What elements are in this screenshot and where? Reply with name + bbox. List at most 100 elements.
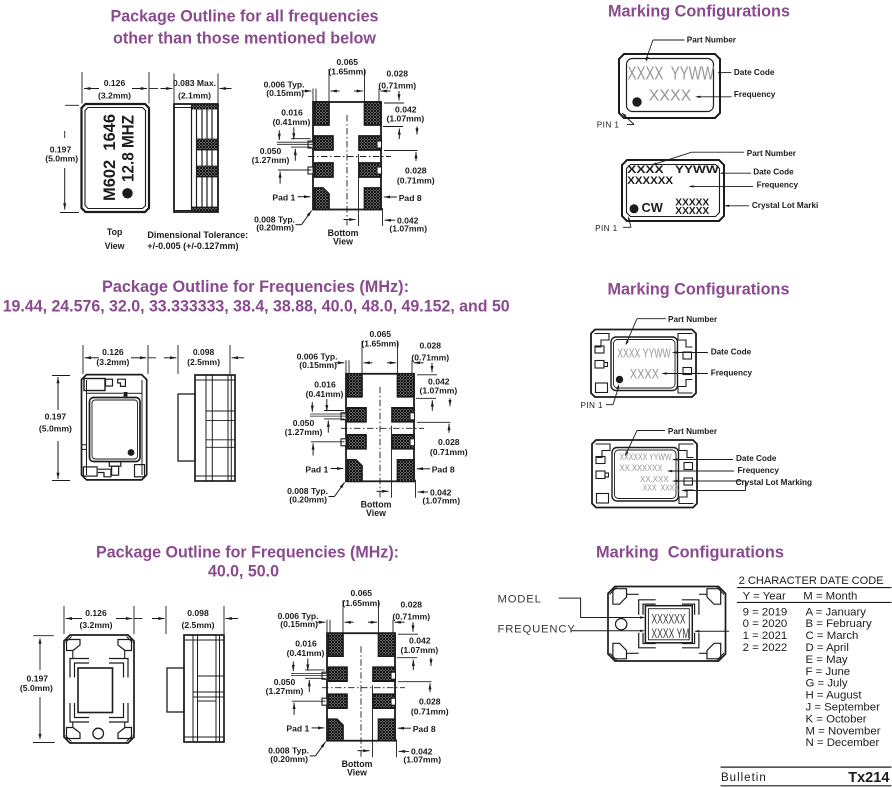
svg-text:(1.65mm): (1.65mm) xyxy=(328,67,366,77)
svg-text:0.028: 0.028 xyxy=(419,697,441,707)
svg-text:0.197: 0.197 xyxy=(45,412,67,422)
svg-text:XXXXXX YYWW: XXXXXX YYWW xyxy=(620,452,672,463)
svg-text:0.042: 0.042 xyxy=(395,105,417,115)
svg-text:0.050: 0.050 xyxy=(293,418,315,428)
svg-text:(0.71mm): (0.71mm) xyxy=(411,707,449,717)
svg-text:Pad 8: Pad 8 xyxy=(413,724,436,734)
svg-text:XXXX: XXXX xyxy=(649,87,692,104)
svg-text:0.065: 0.065 xyxy=(337,57,359,67)
svg-text:D = April: D = April xyxy=(806,642,849,654)
svg-text:Part Number: Part Number xyxy=(668,315,718,324)
svg-text:0.065: 0.065 xyxy=(351,588,373,598)
svg-text:E = May: E = May xyxy=(806,654,848,666)
svg-text:Package Outline for Frequencie: Package Outline for Frequencies (MHz): xyxy=(96,544,399,562)
svg-text:(0.71mm): (0.71mm) xyxy=(392,612,430,622)
svg-text:(1.07mm): (1.07mm) xyxy=(422,495,460,505)
svg-text:2 = 2022: 2 = 2022 xyxy=(743,642,788,654)
svg-text:0.042: 0.042 xyxy=(411,747,433,757)
svg-text:0.028: 0.028 xyxy=(420,340,442,350)
svg-text:(5.0mm): (5.0mm) xyxy=(45,154,78,164)
svg-text:PIN 1: PIN 1 xyxy=(595,224,618,233)
svg-text:N = December: N = December xyxy=(806,737,880,749)
svg-text:(1.07mm): (1.07mm) xyxy=(389,224,427,234)
svg-text:XXXXX: XXXXX xyxy=(675,197,709,208)
svg-text:View: View xyxy=(347,768,367,778)
svg-text:0.028: 0.028 xyxy=(405,165,427,175)
svg-text:0.042: 0.042 xyxy=(428,376,450,386)
svg-text:XXXXXX: XXXXXX xyxy=(627,175,673,187)
svg-text:0.008 Typ.: 0.008 Typ. xyxy=(287,486,328,496)
svg-text:(0.41mm): (0.41mm) xyxy=(273,117,311,127)
svg-text:0.042: 0.042 xyxy=(409,636,431,646)
svg-text:M = Month: M = Month xyxy=(803,590,857,602)
svg-text:0.098: 0.098 xyxy=(193,347,215,357)
svg-text:A = January: A = January xyxy=(806,606,867,618)
svg-text:0.126: 0.126 xyxy=(102,347,124,357)
svg-text:0.028: 0.028 xyxy=(438,437,460,447)
svg-text:0.050: 0.050 xyxy=(260,146,282,156)
svg-text:G = July: G = July xyxy=(806,678,848,690)
svg-text:Date Code: Date Code xyxy=(753,168,794,177)
svg-text:XXXX: XXXX xyxy=(630,366,660,382)
svg-text:Y = Year: Y = Year xyxy=(743,590,786,602)
svg-text:(0.20mm): (0.20mm) xyxy=(270,754,308,764)
svg-text:Bottom: Bottom xyxy=(342,759,373,769)
svg-text:0.042: 0.042 xyxy=(430,487,452,497)
svg-text:Package Outline for all freque: Package Outline for all frequencies xyxy=(111,7,379,25)
svg-text:0.197: 0.197 xyxy=(50,145,72,155)
svg-text:Frequency: Frequency xyxy=(757,180,799,189)
svg-text:(3.2mm): (3.2mm) xyxy=(96,357,129,367)
svg-text:Pad 1: Pad 1 xyxy=(286,724,309,734)
svg-text:B = February: B = February xyxy=(806,618,872,630)
svg-text:Part Number: Part Number xyxy=(668,427,718,436)
svg-text:0.065: 0.065 xyxy=(370,329,392,339)
svg-text:Pad 1: Pad 1 xyxy=(272,193,295,203)
svg-text:(0.15mm): (0.15mm) xyxy=(299,360,337,370)
svg-text:(1.07mm): (1.07mm) xyxy=(387,114,425,124)
svg-text:View: View xyxy=(366,508,386,518)
svg-text:0.028: 0.028 xyxy=(401,600,423,610)
svg-text:0.098: 0.098 xyxy=(187,608,209,618)
svg-text:(3.2mm): (3.2mm) xyxy=(98,91,131,101)
svg-text:(0.71mm): (0.71mm) xyxy=(397,175,435,185)
svg-text:0.126: 0.126 xyxy=(85,608,107,618)
svg-text:(0.41mm): (0.41mm) xyxy=(287,648,325,658)
svg-text:K = October: K = October xyxy=(806,713,867,725)
svg-text:Date Code: Date Code xyxy=(736,454,777,463)
svg-text:(1.27mm): (1.27mm) xyxy=(252,155,290,165)
svg-text:View: View xyxy=(105,241,125,251)
svg-text:0.008 Typ.: 0.008 Typ. xyxy=(268,746,309,756)
svg-text:2 CHARACTER DATE CODE: 2 CHARACTER DATE CODE xyxy=(739,575,884,587)
svg-text:View: View xyxy=(333,236,353,246)
svg-text:Pad 8: Pad 8 xyxy=(399,193,422,203)
svg-text:PIN 1: PIN 1 xyxy=(581,401,604,410)
svg-text:(0.41mm): (0.41mm) xyxy=(306,389,344,399)
svg-text:M = November: M = November xyxy=(806,725,881,737)
svg-text:Top: Top xyxy=(107,227,123,237)
svg-text:(5.0mm): (5.0mm) xyxy=(39,424,72,434)
svg-text:Pad 8: Pad 8 xyxy=(432,465,455,475)
svg-text:XXXXXX: XXXXXX xyxy=(652,612,686,627)
svg-text:(1.07mm): (1.07mm) xyxy=(401,645,439,655)
svg-text:XXXX YM: XXXX YM xyxy=(651,626,689,641)
svg-text:0.006 Typ.: 0.006 Typ. xyxy=(278,611,319,621)
svg-text:(2.5mm): (2.5mm) xyxy=(182,620,215,630)
svg-text:Frequency: Frequency xyxy=(734,90,776,99)
svg-text:XX.XXXXXX: XX.XXXXXX xyxy=(620,463,663,473)
svg-text:Pad 1: Pad 1 xyxy=(305,464,328,474)
svg-text:0.016: 0.016 xyxy=(295,639,317,649)
svg-text:(1.27mm): (1.27mm) xyxy=(266,686,304,696)
svg-text:Part Number: Part Number xyxy=(747,149,797,158)
svg-text:(5.0mm): (5.0mm) xyxy=(20,683,53,693)
svg-text:0.197: 0.197 xyxy=(27,674,49,684)
svg-text:MODEL: MODEL xyxy=(498,594,542,606)
svg-text:CW: CW xyxy=(642,200,664,215)
svg-text:F = June: F = June xyxy=(806,666,851,678)
svg-text:Marking Configurations: Marking Configurations xyxy=(608,3,790,21)
svg-text:(0.71mm): (0.71mm) xyxy=(378,81,416,91)
svg-text:Crystal Lot Marking: Crystal Lot Marking xyxy=(736,478,812,487)
svg-text:0.016: 0.016 xyxy=(314,379,336,389)
svg-text:XXXX YYWW: XXXX YYWW xyxy=(628,63,715,84)
svg-text:XX.XXX: XX.XXX xyxy=(640,474,669,484)
svg-text:19.44, 24.576, 32.0, 33.333333: 19.44, 24.576, 32.0, 33.333333, 38.4, 38… xyxy=(3,298,510,316)
